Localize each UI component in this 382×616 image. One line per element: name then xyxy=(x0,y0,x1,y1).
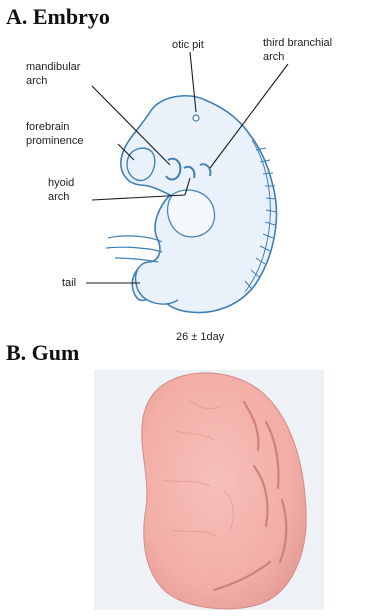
gum-photo-illustration xyxy=(94,370,324,610)
label-otic-pit: otic pit xyxy=(172,38,204,52)
label-tail: tail xyxy=(62,276,76,290)
gum-photo xyxy=(94,370,324,610)
gum-blob xyxy=(142,373,306,609)
label-hyoid-arch: hyoid arch xyxy=(48,176,88,204)
label-forebrain-prominence: forebrain prominence xyxy=(26,120,106,148)
label-mandibular-arch: mandibular arch xyxy=(26,60,86,88)
label-third-branchial-arch: third branchial arch xyxy=(263,36,353,64)
otic-pit xyxy=(193,115,199,121)
limb-buds xyxy=(106,236,162,262)
age-caption: 26 ± 1day xyxy=(176,330,224,344)
panel-b-title: B. Gum xyxy=(6,340,79,366)
forebrain-prominence xyxy=(127,148,155,180)
heart-prominence xyxy=(168,190,215,237)
